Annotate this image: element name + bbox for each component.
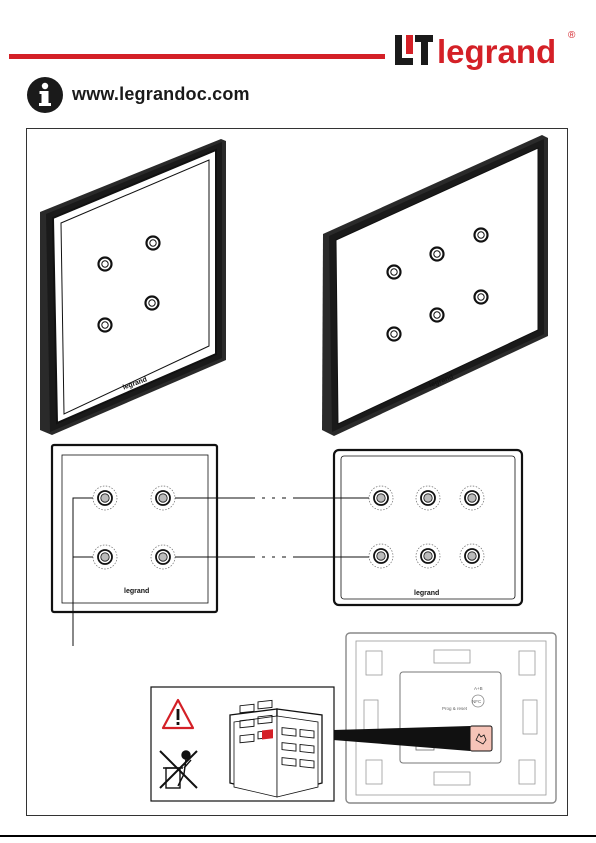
manual-book-icon (230, 700, 322, 797)
back-panel: NFC Prog & reset A+B (346, 633, 556, 803)
large-plate-front: legrand (334, 450, 522, 605)
small-plate-3d: legrand (40, 139, 226, 435)
ab-label: A+B (474, 686, 483, 691)
small-front-brand: legrand (124, 588, 149, 595)
large-plate-3d: legrand (322, 135, 548, 436)
prog-reset-label: Prog & reset (442, 706, 468, 711)
large-front-brand: legrand (414, 590, 439, 597)
nfc-label: NFC (472, 699, 482, 704)
safety-notice-box (151, 687, 334, 801)
small-plate-front: legrand (52, 445, 217, 612)
footer-rule (0, 835, 596, 837)
